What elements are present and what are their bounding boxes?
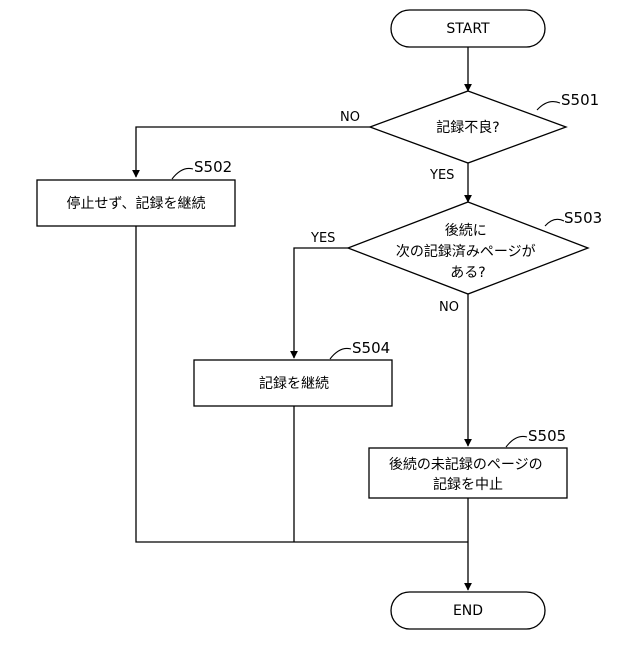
s503-leader [545, 219, 564, 226]
end-terminal: END [391, 592, 545, 629]
decision-s501-text: 記録不良? [436, 119, 499, 136]
s501-leader [537, 102, 560, 110]
decision-s503-line-3: ある? [450, 265, 485, 281]
decision-s503: 後続に 次の記録済みページが ある? S503 [348, 202, 602, 294]
s502-leader [172, 168, 193, 179]
end-label: END [453, 603, 483, 619]
start-label: START [446, 21, 490, 37]
edge-s501-no-to-s502 [136, 127, 370, 177]
decision-s503-line-2: 次の記録済みページが [396, 243, 536, 260]
process-s502-text: 停止せず、記録を継続 [66, 195, 205, 212]
step-id-s503: S503 [564, 209, 602, 227]
s503-no-label: NO [439, 300, 459, 315]
s503-yes-label: YES [310, 231, 335, 246]
s501-no-label: NO [340, 110, 360, 125]
decision-s501: 記録不良? S501 [370, 91, 599, 163]
start-terminal: START [391, 10, 545, 47]
decision-s501-line-1: 記録不良? [436, 119, 499, 136]
process-s505-line-2: 記録を中止 [433, 476, 503, 493]
step-id-s505: S505 [528, 427, 566, 445]
step-id-s501: S501 [561, 91, 599, 109]
edge-s503-yes-to-s504 [294, 248, 348, 358]
step-id-s502: S502 [194, 158, 232, 176]
s504-leader [330, 348, 351, 359]
s501-yes-label: YES [429, 168, 454, 183]
s505-leader [506, 436, 527, 447]
step-id-s504: S504 [352, 339, 390, 357]
process-s504-text: 記録を継続 [259, 375, 329, 392]
decision-s503-line-1: 後続に [445, 222, 487, 239]
process-s505-line-1: 後続の未記録のページの [389, 456, 543, 473]
process-s504: 記録を継続 S504 [194, 339, 392, 406]
process-s504-line-1: 記録を継続 [259, 375, 329, 392]
process-s502-line-1: 停止せず、記録を継続 [66, 195, 205, 212]
